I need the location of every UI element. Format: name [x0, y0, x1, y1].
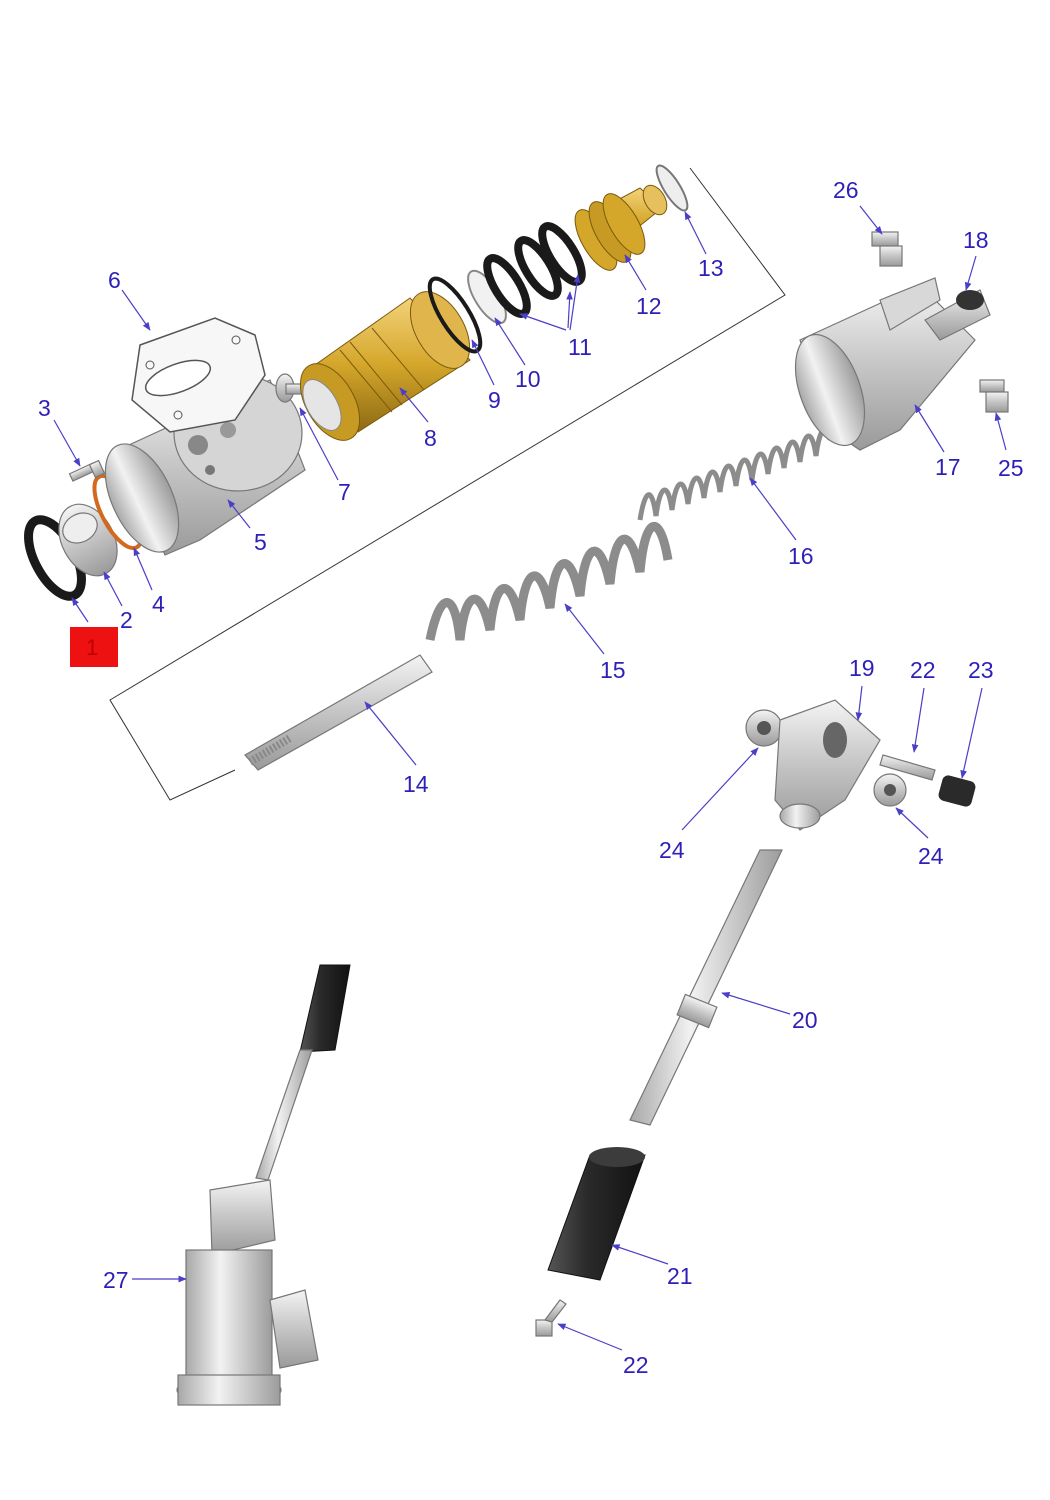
callout-18: 18: [963, 227, 989, 253]
callout-21: 21: [667, 1263, 693, 1289]
callout-16: 16: [788, 543, 814, 569]
callout-15: 15: [600, 657, 626, 683]
callout-4: 4: [152, 591, 165, 617]
part-20-rod: [629, 849, 783, 1126]
callout-3: 3: [38, 395, 51, 421]
part-5-housing: [104, 374, 306, 556]
part-24-bearing-right: [873, 773, 907, 807]
part-27-assembled-pump: [176, 964, 351, 1406]
part-22-pin-upper: [879, 754, 936, 781]
part-18-clevis: [924, 289, 991, 341]
callout-2: 2: [120, 607, 133, 633]
callout-22-upper: 22: [910, 657, 936, 683]
callout-24-right: 24: [918, 843, 944, 869]
callout-12: 12: [636, 293, 662, 319]
callout-labels: 1 2 3 4 5 6 7 8 9 10 11 12 13 14 15 16 1…: [38, 177, 1024, 1378]
part-6-gasket: [131, 317, 266, 433]
callout-26: 26: [833, 177, 859, 203]
part-24-bearing-left: [745, 709, 783, 747]
callout-23: 23: [968, 657, 994, 683]
callout-27: 27: [103, 1267, 129, 1293]
callout-7: 7: [338, 479, 351, 505]
callout-11: 11: [568, 334, 592, 360]
callout-20: 20: [792, 1007, 818, 1033]
part-26-fitting: [871, 231, 903, 267]
callout-19: 19: [849, 655, 875, 681]
part-15-large-spring: [425, 522, 673, 641]
highlight-box-item-1: [70, 627, 118, 667]
callout-22-lower: 22: [623, 1352, 649, 1378]
part-3-screw: [68, 459, 106, 482]
leader-lines: [53, 205, 1007, 1351]
part-13-washer: [655, 164, 689, 212]
part-23-bushing: [938, 775, 976, 807]
callout-24-left: 24: [659, 837, 685, 863]
part-17-fork-housing: [794, 277, 976, 451]
part-12-brass-piston: [574, 184, 668, 271]
part-22-screw-lower: [535, 1299, 567, 1337]
part-8-brass-cylinder: [299, 291, 471, 441]
callout-17: 17: [935, 454, 961, 480]
part-19-clevis-head: [774, 699, 881, 831]
callout-9: 9: [488, 387, 501, 413]
callout-14: 14: [403, 771, 429, 797]
part-25-fitting: [979, 379, 1009, 413]
callout-13: 13: [698, 255, 724, 281]
callout-6: 6: [108, 267, 121, 293]
part-21-rubber-grip: [547, 1147, 646, 1281]
callout-1: 1: [86, 635, 98, 660]
callout-8: 8: [424, 425, 437, 451]
callout-5: 5: [254, 529, 267, 555]
callout-25: 25: [998, 455, 1024, 481]
part-14-shaft: [244, 654, 433, 771]
assembly-frame: [109, 167, 786, 801]
callout-10: 10: [515, 366, 541, 392]
part-7-nut: [275, 373, 307, 403]
part-16-small-spring: [637, 426, 833, 521]
